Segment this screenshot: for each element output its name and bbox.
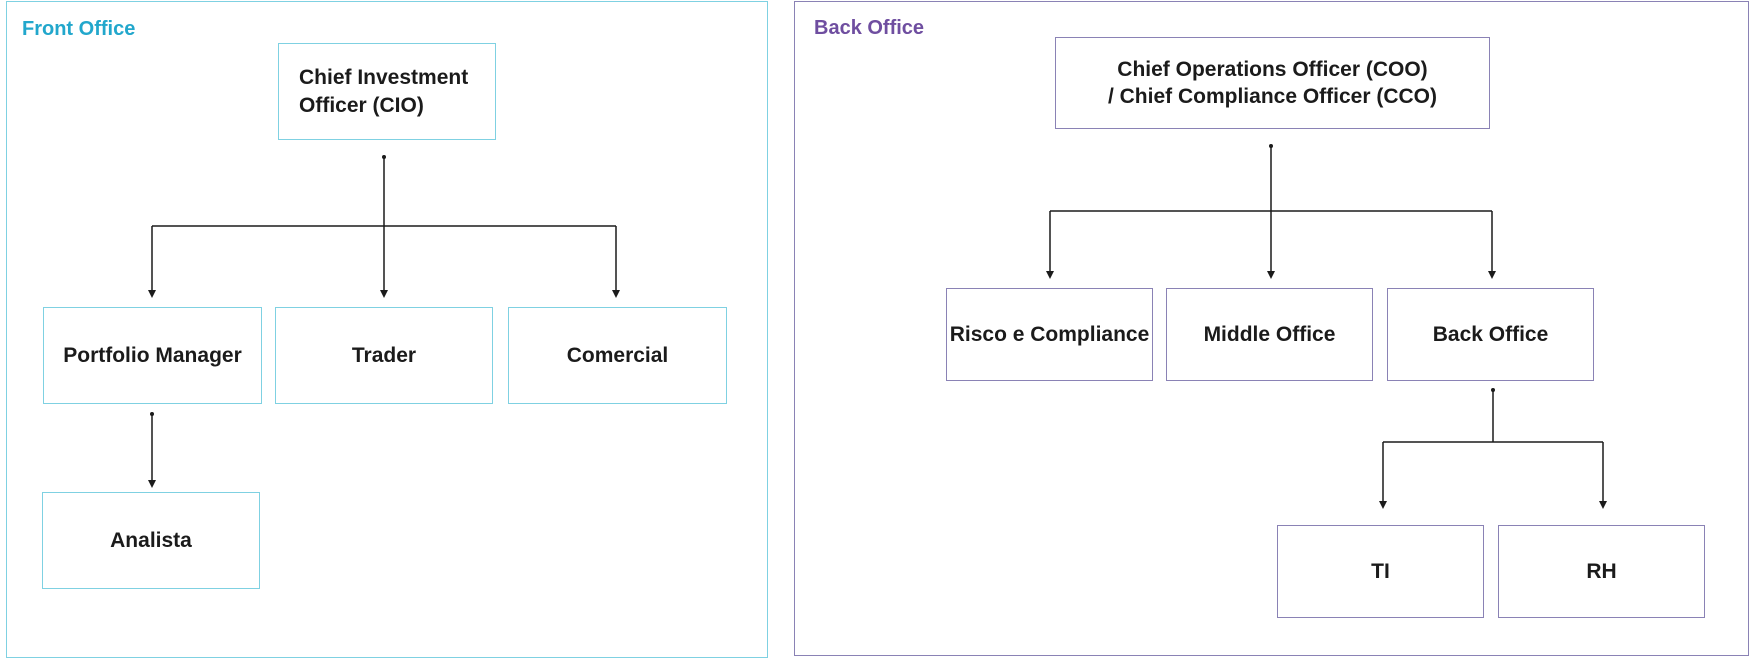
node-back-office-label: Back Office [1432,322,1549,346]
node-trader-label: Trader [351,343,417,367]
back-office-title: Back Office [814,17,925,39]
node-rh: RH [1498,525,1705,618]
node-portfolio-manager-label: Portfolio Manager [63,343,242,367]
node-analista-label: Analista [110,528,192,552]
node-risco-compliance: Risco e Compliance [946,288,1153,381]
front-office-title: Front Office [22,18,136,40]
node-cio-line1: Chief Investment [299,66,469,90]
node-comercial: Comercial [508,307,727,404]
back-office-panel [794,1,1749,656]
node-ti-label: TI [1371,559,1390,583]
node-coo-cco: Chief Operations Officer (COO) / Chief C… [1055,37,1490,129]
node-portfolio-manager: Portfolio Manager [43,307,262,404]
node-risco-compliance-label: Risco e Compliance [949,322,1150,346]
node-trader: Trader [275,307,493,404]
node-coo-cco-line1: Chief Operations Officer (COO) [1117,57,1428,81]
node-rh-label: RH [1586,559,1617,583]
node-coo-cco-line2: / Chief Compliance Officer (CCO) [1107,85,1438,108]
node-ti: TI [1277,525,1484,618]
node-middle-office-label: Middle Office [1203,322,1336,346]
node-comercial-label: Comercial [566,343,669,367]
node-middle-office: Middle Office [1166,288,1373,381]
front-office-panel [6,1,768,658]
node-cio: Chief Investment Officer (CIO) [278,43,496,140]
node-analista: Analista [42,492,260,589]
node-cio-line2: Officer (CIO) [299,93,424,117]
node-back-office: Back Office [1387,288,1594,381]
